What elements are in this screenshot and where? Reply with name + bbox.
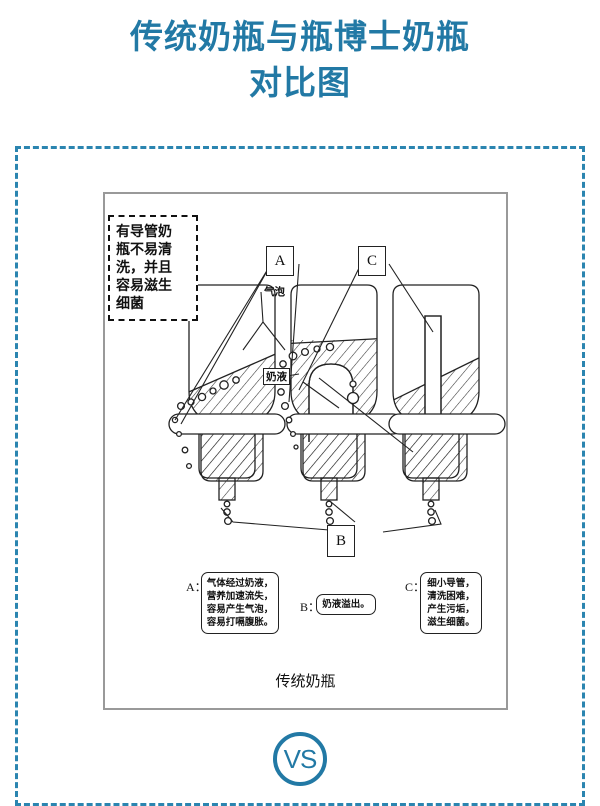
milk-label: 奶液 xyxy=(263,368,290,385)
leader-lines xyxy=(174,263,442,533)
note-line: 洗，并且 xyxy=(116,260,172,276)
callout-c-line: 滋生细菌。 xyxy=(427,617,475,628)
callout-a-line: 营养加速流失， xyxy=(206,591,274,602)
marker-b: B xyxy=(327,525,355,557)
bubble-label: 气泡 xyxy=(264,286,285,298)
marker-c: C xyxy=(358,246,386,276)
page-title: 传统奶瓶与瓶博士奶瓶 对比图 xyxy=(0,14,600,106)
note-line: 容易滋生 xyxy=(116,278,172,294)
callout-c-line: 清洗困难， xyxy=(427,591,475,602)
callout-c: 细小导管， 清洗困难， 产生污垢， 滋生细菌。 xyxy=(420,572,482,634)
callout-b-tag: B： xyxy=(300,600,321,614)
bottle-right xyxy=(388,284,506,526)
callout-a-line: 气体经过奶液， xyxy=(206,578,274,589)
vs-badge: VS xyxy=(273,732,327,786)
note-line: 有导管奶 xyxy=(116,224,172,240)
note-line: 细菌 xyxy=(116,296,144,312)
page-title-line-1: 传统奶瓶与瓶博士奶瓶 xyxy=(130,17,470,56)
callout-b: 奶液溢出。 xyxy=(316,594,376,615)
bottle-middle xyxy=(277,284,404,526)
callout-c-line: 细小导管， xyxy=(427,578,475,589)
panel-caption: 传统奶瓶 xyxy=(275,672,336,690)
marker-a: A xyxy=(266,246,294,276)
note-line: 瓶不易清 xyxy=(116,242,172,258)
callout-c-line: 产生污垢， xyxy=(427,604,475,615)
callout-a-line: 容易打嗝腹胀。 xyxy=(206,617,274,628)
warning-note-box: 有导管奶 瓶不易清 洗，并且 容易滋生 细菌 xyxy=(108,215,198,321)
callout-a-line: 容易产生气泡， xyxy=(206,604,274,615)
callout-a: 气体经过奶液， 营养加速流失， 容易产生气泡， 容易打嗝腹胀。 xyxy=(201,572,279,634)
page-title-line-2: 对比图 xyxy=(249,63,351,102)
callout-b-line: 奶液溢出。 xyxy=(322,599,370,610)
